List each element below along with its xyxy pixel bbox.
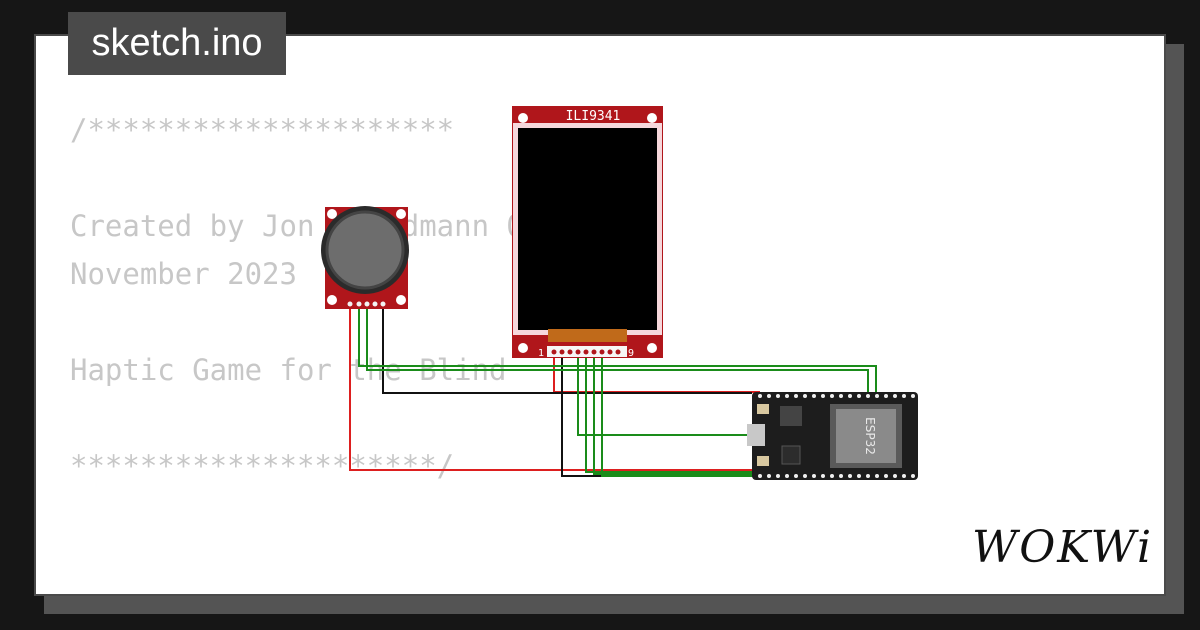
wire-black-joystick[interactable]	[382, 302, 752, 394]
code-line: *********************/	[70, 449, 455, 483]
esp32-board[interactable]: ESP32	[747, 392, 918, 480]
joystick-module[interactable]	[321, 206, 409, 309]
esp32-label: ESP32	[863, 417, 877, 455]
display-pin-first: 1	[538, 348, 544, 359]
wire-green-2[interactable]	[366, 302, 869, 394]
ili9341-display[interactable]: ILI9341 1 9	[512, 106, 663, 359]
code-line: /*********************	[70, 113, 455, 147]
code-line: November 2023	[70, 257, 297, 291]
wokwi-logo: WOKWi	[972, 522, 1154, 573]
wire-green-1[interactable]	[358, 302, 877, 394]
display-label: ILI9341	[566, 109, 621, 124]
wire-red-joystick[interactable]	[349, 302, 782, 471]
code-line: #include <Adafruit_ILI9341.h>	[70, 586, 594, 594]
file-tab[interactable]: sketch.ino	[68, 12, 286, 75]
display-pin-last: 9	[628, 348, 634, 359]
